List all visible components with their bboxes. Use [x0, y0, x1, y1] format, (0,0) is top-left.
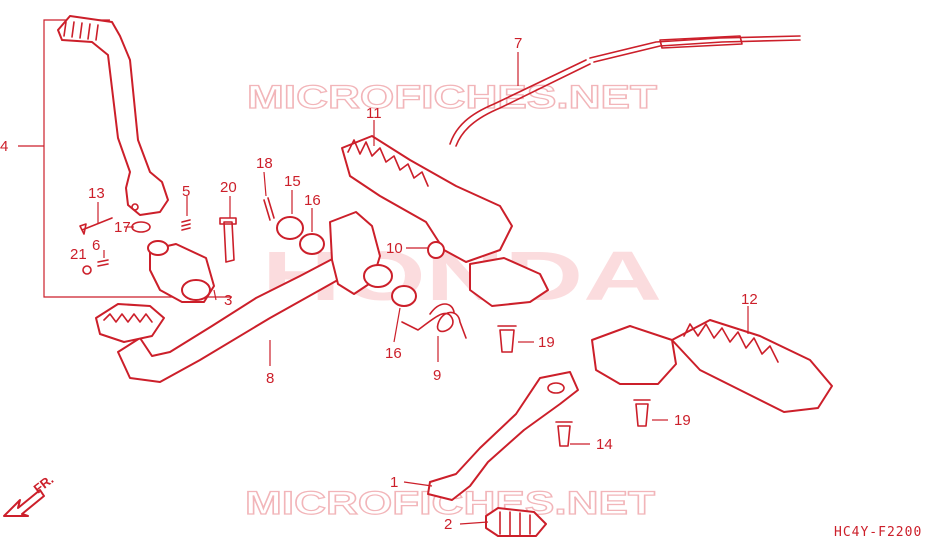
callout-20: 20: [220, 179, 237, 196]
kick-spindle-bore: [181, 279, 211, 301]
front-arrow-icon: [3, 489, 45, 517]
kick-pedal-ribs: [63, 21, 99, 41]
cable-end-fitting: [659, 35, 743, 49]
cotter-pin-18: [263, 197, 275, 221]
site-watermark-top: MICROFICHES.NET: [247, 79, 658, 115]
footpeg-11-teeth: [347, 139, 429, 187]
front-direction-marker: FR.: [3, 472, 57, 517]
callout-11: 11: [366, 105, 382, 122]
cable-7-outer: [455, 39, 801, 147]
callout-14: 14: [596, 436, 613, 453]
spring-coil-hint: [429, 303, 455, 315]
callout-16-right: 16: [385, 345, 402, 362]
callout-1: 1: [390, 474, 398, 491]
footpeg-11: [341, 135, 513, 263]
pedal-rubber-ribs: [499, 511, 531, 536]
callout-17: 17: [114, 219, 131, 236]
cable-7: [449, 35, 801, 145]
diagram-code: HC4Y-F2200: [834, 525, 922, 540]
kick-starter-arm: [57, 15, 169, 216]
nut-10: [427, 241, 445, 259]
step-bar-pivot: [363, 264, 393, 288]
spring-6: [97, 259, 109, 267]
washer-16-right: [391, 285, 417, 307]
callout-13: 13: [88, 185, 105, 202]
callout-8: 8: [266, 370, 274, 387]
washer-15: [276, 216, 304, 240]
kick-spindle-cap: [147, 240, 169, 256]
return-spring-9: [401, 311, 467, 339]
callout-21: 21: [70, 246, 87, 263]
pedal-1: [427, 371, 579, 501]
bolt-19-a: [497, 325, 517, 353]
bolt-13: [79, 217, 113, 235]
pedal-2-rubber: [485, 507, 547, 537]
callout-16-left: 16: [304, 192, 321, 209]
callout-10: 10: [386, 240, 403, 257]
kick-arm-bolt-hole: [131, 203, 139, 211]
bolt-20: [219, 217, 237, 263]
footpeg-12-bracket: [591, 325, 677, 385]
callout-3: 3: [224, 292, 232, 309]
leader-lines: [97, 52, 749, 525]
bolt-19-b: [633, 399, 651, 427]
bolt-14: [555, 421, 573, 447]
callout-19-a: 19: [538, 334, 555, 351]
callout-12: 12: [741, 291, 758, 308]
spring-5: [181, 219, 191, 231]
callout-5: 5: [182, 183, 190, 200]
ball-21: [82, 265, 92, 275]
washer-16-left: [299, 233, 325, 255]
front-label: FR.: [31, 472, 57, 497]
footpeg-11-bracket: [469, 257, 549, 307]
footpeg-12: [671, 319, 833, 413]
callout-19-b: 19: [674, 412, 691, 429]
callout-6: 6: [92, 237, 100, 254]
washer-17: [131, 221, 151, 233]
footpeg-teeth: [103, 313, 153, 323]
pedal-1-pivot: [547, 382, 565, 394]
footpeg-12-teeth: [683, 323, 779, 363]
callout-2: 2: [444, 516, 452, 533]
step-bar-footpeg: [95, 303, 165, 343]
callout-7: 7: [514, 35, 522, 52]
callout-4: 4: [0, 138, 8, 155]
callout-9: 9: [433, 367, 441, 384]
callout-18: 18: [256, 155, 273, 172]
callout-15: 15: [284, 173, 301, 190]
